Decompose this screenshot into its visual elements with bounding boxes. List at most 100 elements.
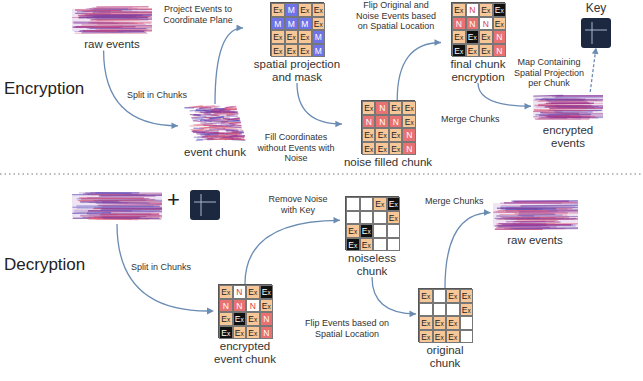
event-chunk-image-node: event chunk — [178, 104, 252, 159]
event-streak — [496, 208, 537, 210]
connector-line — [297, 83, 342, 124]
event-streak — [80, 215, 162, 217]
event-streak — [514, 201, 577, 203]
event-streak — [91, 193, 162, 195]
grid-cell: Ex — [373, 197, 387, 211]
event-streak — [90, 192, 162, 193]
event-streak — [510, 219, 574, 220]
event-streak — [100, 29, 152, 30]
event-streak — [494, 218, 576, 219]
connector-label: Split in Chunks — [126, 90, 188, 101]
event-stroke — [224, 118, 240, 120]
grid-cell: Ex — [360, 238, 374, 252]
grid-cell: N — [493, 44, 507, 58]
flow-connector — [590, 48, 598, 93]
event-chunk-image — [180, 104, 250, 144]
event-streak — [80, 202, 121, 204]
grid-cell: Ex — [387, 211, 401, 225]
event-stroke — [222, 122, 240, 123]
event-streak — [99, 195, 162, 197]
connector-label: Merge Chunks — [424, 196, 485, 207]
grid-cell: N — [479, 17, 493, 31]
event-streak — [86, 8, 138, 9]
event-streak — [77, 198, 155, 200]
event-streak — [535, 99, 603, 101]
grid-cell: Ex — [479, 44, 493, 58]
grid-cell: Ex — [446, 330, 460, 344]
section-title: Decryption — [4, 256, 85, 275]
grid-cell: Ex — [285, 44, 299, 58]
connector-line — [372, 277, 416, 314]
event-streak — [498, 223, 545, 225]
connector-label: Remove Noise with Key — [262, 194, 334, 215]
event-streak — [101, 208, 162, 209]
grid-cell: Ex — [285, 30, 299, 44]
grid-cell: M — [312, 44, 326, 58]
connector-line — [397, 43, 441, 101]
grid-cell: Ex — [271, 30, 285, 44]
grid-cell: Ex — [360, 224, 374, 238]
grid-cell: Ex — [460, 289, 474, 303]
grid-cell: Ex — [362, 142, 376, 156]
grid-cell: Ex — [271, 44, 285, 58]
grid-cell: M — [312, 30, 326, 44]
event-stroke — [226, 130, 235, 132]
flow-connector — [245, 217, 340, 284]
event-band — [72, 195, 162, 217]
chunk-node: ExExExExExExExnoiseless chunk — [340, 196, 404, 277]
empty-cell — [446, 303, 460, 317]
grid-cell: Ex — [219, 326, 233, 340]
arrow-head — [335, 121, 342, 128]
event-streak — [510, 227, 577, 229]
event-streak — [537, 101, 587, 102]
event-streak — [548, 110, 582, 112]
grid-cell: Ex — [389, 101, 403, 115]
empty-cell — [373, 238, 387, 252]
grid-cell: Ex — [246, 285, 260, 299]
arrow-head — [172, 123, 179, 130]
node-caption: noiseless chunk — [342, 252, 402, 277]
grid-cell: Ex — [312, 17, 326, 31]
section-title: Encryption — [4, 80, 84, 99]
event-streak — [79, 199, 154, 201]
grid-cell: N — [219, 299, 233, 313]
grid-cell: Ex — [260, 285, 274, 299]
event-stroke — [202, 136, 208, 137]
event-stroke — [227, 133, 240, 135]
chunk-grid: ExNExExNNNExExExExNExExExN — [218, 284, 272, 338]
grid-cell: Ex — [452, 30, 466, 44]
event-stroke — [204, 120, 211, 121]
key-icon-node: Key — [579, 2, 613, 48]
chunk-grid: ExExExExExExEx — [345, 196, 399, 250]
grid-cell: N — [466, 17, 480, 31]
step-label: Split in Chunks — [130, 262, 192, 273]
key-line — [194, 202, 216, 203]
event-stroke — [200, 134, 218, 136]
event-streak — [96, 6, 148, 8]
grid-cell: N — [362, 115, 376, 129]
event-stream-image — [533, 92, 603, 122]
grid-cell: Ex — [402, 101, 416, 115]
grid-cell: Ex — [446, 316, 460, 330]
grid-cell: Ex — [298, 3, 312, 17]
node-caption: raw events — [84, 38, 140, 51]
event-stream-image-node: encrypted events — [531, 92, 605, 149]
grid-cell: Ex — [433, 330, 447, 344]
grid-cell: N — [466, 3, 480, 17]
chunk-node: ExNExExNNNExExExExNExExExNfinal chunk en… — [441, 2, 515, 83]
event-band — [72, 9, 152, 31]
event-stream-image — [493, 198, 578, 232]
chunk-node: ExExExExExExExExExExoriginal chunk — [416, 288, 474, 369]
grid-cell: N — [493, 30, 507, 44]
event-streak — [515, 213, 553, 215]
chunk-grid: ExNExExNNNExExExExNExExExN — [451, 2, 505, 56]
grid-cell: Ex — [466, 30, 480, 44]
grid-cell: Ex — [446, 289, 460, 303]
connector-line — [590, 48, 596, 93]
event-streak — [76, 26, 152, 28]
grid-cell: Ex — [219, 285, 233, 299]
event-streak — [72, 206, 160, 208]
arrow-head — [592, 48, 599, 55]
event-stroke — [207, 138, 213, 140]
event-streak — [513, 201, 568, 203]
